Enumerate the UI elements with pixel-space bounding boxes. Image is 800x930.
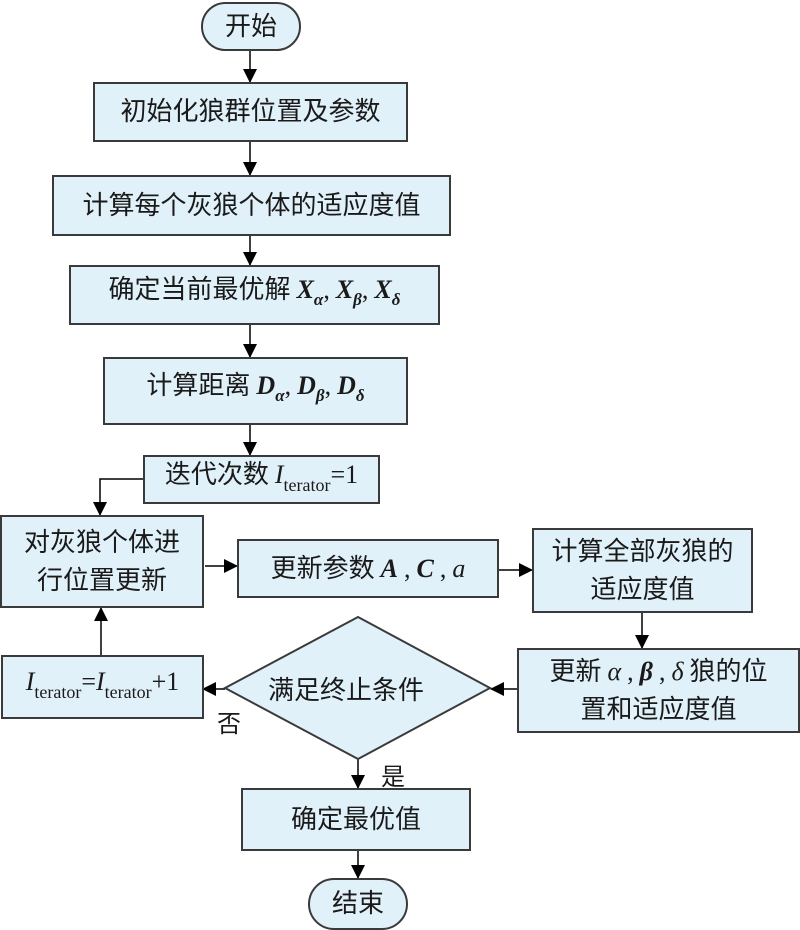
var-d-beta: Dβ	[297, 371, 325, 405]
decision-diamond	[222, 615, 493, 761]
branch-yes-label: 是	[381, 763, 405, 791]
step-fitness-all-line2: 适应度值	[590, 574, 695, 605]
end-terminal: 结束	[308, 878, 408, 930]
start-terminal: 开始	[201, 2, 301, 51]
var-x-delta: Xδ	[374, 275, 401, 309]
start-label: 开始	[224, 11, 277, 42]
step-init-box: 初始化狼群位置及参数	[93, 82, 408, 142]
step-fitness-all-box: 计算全部灰狼的 适应度值	[532, 528, 753, 613]
end-label: 结束	[331, 889, 384, 919]
step-update-position-line1: 对灰狼个体进	[23, 527, 180, 558]
var-x-alpha: Xα	[296, 275, 324, 309]
var-d-alpha: Dα	[256, 371, 285, 405]
step-increment-box: Iterator=Iterator+1	[1, 655, 204, 719]
step-init-label: 初始化狼群位置及参数	[120, 97, 381, 127]
decision-label: 满足终止条件	[268, 676, 425, 706]
step-fitness-all-line1: 计算全部灰狼的	[551, 536, 734, 567]
arrow-iter-to-update-position	[93, 478, 143, 516]
step-fitness-box: 计算每个灰狼个体的适应度值	[52, 175, 451, 236]
branch-no-label: 否	[217, 710, 241, 738]
step-result-label: 确定最优值	[290, 804, 421, 835]
step-update-position-box: 对灰狼个体进 行位置更新	[0, 515, 204, 608]
var-d-delta: Dδ	[337, 371, 365, 405]
var-x-beta: Xβ	[335, 275, 362, 309]
step-update-position-line2: 行位置更新	[36, 565, 167, 596]
step-update-leaders-line2: 置和适应度值	[580, 694, 737, 725]
step-increment-label: Iterator=Iterator+1	[25, 667, 180, 702]
step-result-box: 确定最优值	[241, 788, 471, 851]
step-fitness-label: 计算每个灰狼个体的适应度值	[82, 190, 421, 221]
